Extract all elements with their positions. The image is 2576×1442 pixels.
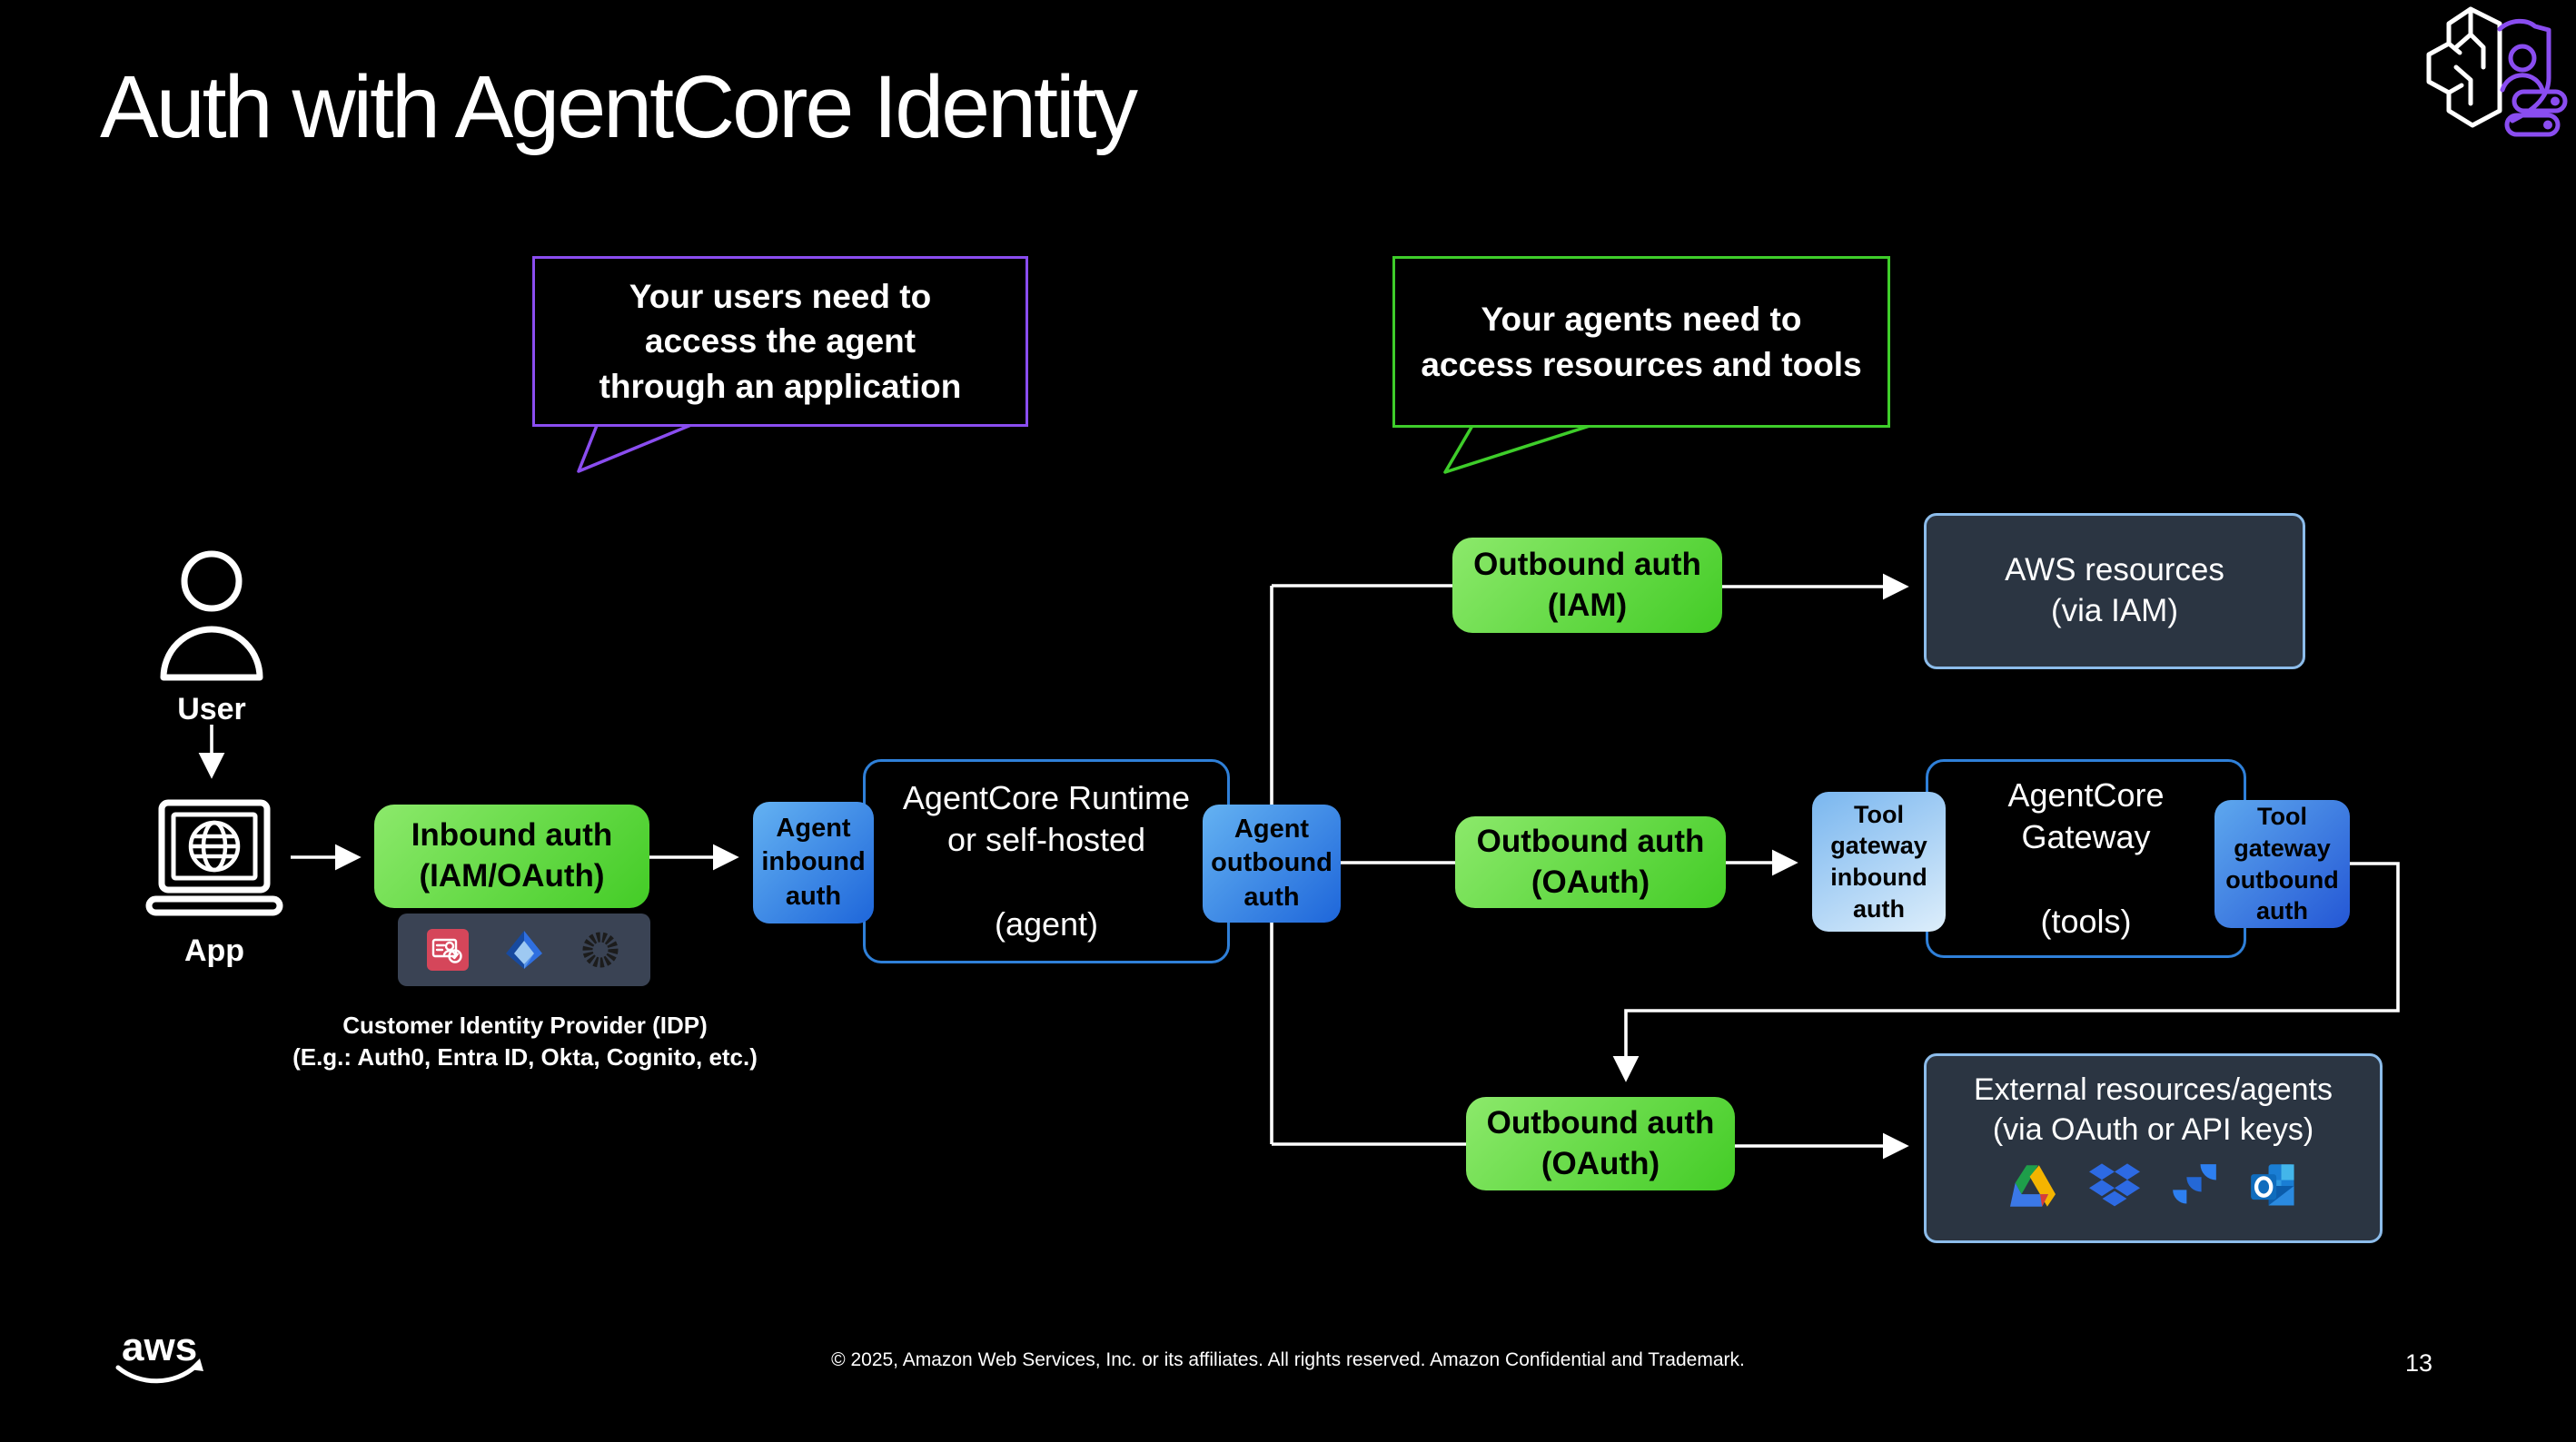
node-outbound-auth-oauth-external: Outbound auth (OAuth) (1466, 1097, 1735, 1190)
callout-users-text: Your users need to access the agent thro… (599, 278, 962, 405)
node-tool-gateway-inbound-auth: Tool gateway inbound auth (1812, 792, 1946, 932)
node-outbound-auth-oauth-gateway: Outbound auth (OAuth) (1455, 816, 1726, 908)
user-label: User (177, 692, 246, 726)
node-aws-resources: AWS resources (via IAM) (1924, 513, 2305, 669)
callout-agents-text: Your agents need to access resources and… (1421, 301, 1862, 383)
external-resources-icons (2007, 1162, 2300, 1210)
aws-logo-text: aws (122, 1325, 197, 1369)
jira-icon (2172, 1164, 2216, 1204)
person-icon (160, 550, 263, 681)
okta-icon (582, 932, 619, 968)
node-inbound-auth: Inbound auth (IAM/OAuth) (374, 805, 649, 908)
callout-users-bubble: Your users need to access the agent thro… (532, 256, 1028, 427)
idp-caption: Customer Identity Provider (IDP) (E.g.: … (292, 1012, 758, 1072)
amazon-cognito-icon (427, 929, 470, 971)
dropbox-icon (2088, 1163, 2140, 1207)
aws-logo: aws (115, 1325, 203, 1384)
node-agent-inbound-auth: Agent inbound auth (753, 802, 874, 923)
node-agent-outbound-auth: Agent outbound auth (1203, 805, 1341, 923)
app-label: App (183, 933, 245, 968)
footer-copyright: © 2025, Amazon Web Services, Inc. or its… (831, 1349, 1745, 1370)
external-resources-label: External resources/agents (via OAuth or … (1974, 1072, 2333, 1147)
node-outbound-auth-iam: Outbound auth (IAM) (1452, 538, 1722, 633)
google-drive-icon (2009, 1165, 2056, 1207)
microsoft-entra-id-icon (505, 931, 542, 969)
laptop-globe-icon (145, 799, 283, 916)
node-external-resources: External resources/agents (via OAuth or … (1924, 1053, 2383, 1243)
slide-title: Auth with AgentCore Identity (100, 57, 1138, 156)
connector-toolgw-wraparound (1612, 862, 2400, 1082)
callout-agents-bubble: Your agents need to access resources and… (1392, 256, 1890, 428)
page-number: 13 (2405, 1349, 2433, 1377)
agentcore-identity-icon (2426, 6, 2568, 137)
idp-provider-strip (398, 914, 650, 986)
outlook-icon (2250, 1164, 2294, 1206)
node-agentcore-runtime: AgentCore Runtime or self-hosted (agent) (863, 759, 1230, 963)
node-agentcore-gateway: AgentCore Gateway (tools) (1926, 759, 2246, 958)
node-tool-gateway-outbound-auth: Tool gateway outbound auth (2214, 800, 2350, 928)
